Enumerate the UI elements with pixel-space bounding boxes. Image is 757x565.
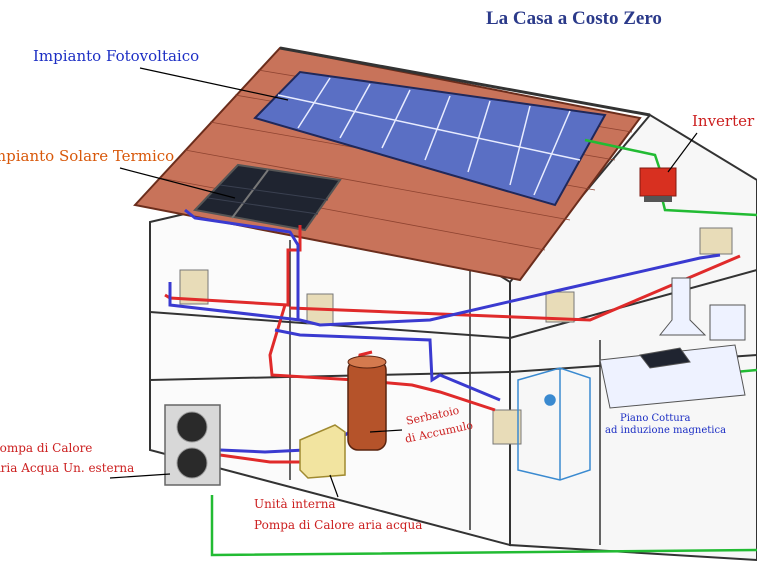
label-indoor-unit-line1: Unità interna [254, 497, 336, 511]
diagram-title: La Casa a Costo Zero [486, 8, 662, 29]
house-walls [149, 113, 757, 562]
label-solar-thermal: Impianto Solare Termico [0, 147, 175, 165]
label-heat-pump-line2: Aria Acqua Un. esterna [0, 461, 135, 475]
label-inverter: Inverter [692, 112, 755, 130]
indoor-heat-pump-unit [299, 424, 346, 479]
storage-tank [347, 355, 387, 451]
outdoor-heat-pump-unit [164, 404, 221, 486]
photovoltaic-panels [253, 70, 607, 207]
label-cooktop-line2: ad induzione magnetica [605, 425, 727, 436]
label-heat-pump-line1: Pompa di Calore [0, 441, 93, 455]
kitchen [599, 277, 746, 409]
label-indoor-unit-line2: Pompa di Calore aria acqua [254, 518, 423, 532]
inverter-box [639, 167, 677, 202]
shower-cabin [517, 367, 591, 481]
label-cooktop-line1: Piano Cottura [620, 413, 691, 424]
radiators [179, 227, 733, 445]
label-photovoltaic: Impianto Fotovoltaico [33, 47, 200, 65]
